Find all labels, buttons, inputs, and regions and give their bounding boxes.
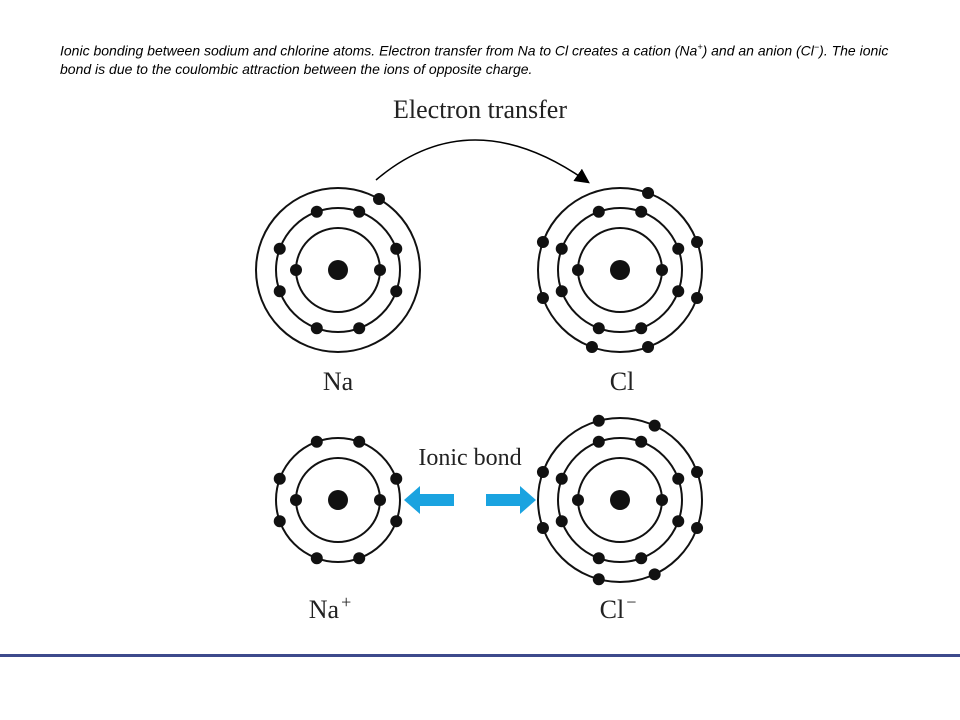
electron <box>672 472 685 485</box>
electron <box>635 205 648 218</box>
ionic-bond-label: Ionic bond <box>418 445 521 471</box>
na-label: Na <box>323 367 354 396</box>
electron <box>273 515 286 528</box>
electron-transfer-arrow <box>375 139 590 184</box>
electron <box>310 435 323 448</box>
electron <box>672 515 685 528</box>
electron <box>536 522 549 535</box>
electron <box>672 242 685 255</box>
electron <box>390 515 403 528</box>
electron <box>353 322 366 335</box>
electron <box>585 341 598 354</box>
electron <box>691 292 704 305</box>
caption-text-2: ) and an anion (Cl <box>702 42 814 59</box>
electron <box>536 292 549 305</box>
electron <box>592 573 605 586</box>
electron <box>290 264 302 276</box>
na-atom <box>255 187 421 353</box>
na-ion-symbol: Na <box>309 595 340 624</box>
nucleus <box>610 490 630 510</box>
na-ion <box>273 435 403 565</box>
caption-sup-2: − <box>813 42 820 52</box>
cl-ion <box>536 414 704 586</box>
cl-atom <box>536 186 704 354</box>
electron <box>374 264 386 276</box>
cl-ion-label: Cl− <box>600 592 637 624</box>
nucleus <box>610 260 630 280</box>
electron <box>642 186 655 199</box>
electron <box>536 235 549 248</box>
electron <box>353 435 366 448</box>
electron <box>642 341 655 354</box>
electron <box>273 285 286 298</box>
electron <box>656 264 668 276</box>
electron <box>390 242 403 255</box>
cl-ion-symbol: Cl <box>600 595 625 624</box>
caption-text-3: ). The ionic bond is due to the coulombi… <box>60 42 889 77</box>
electron <box>273 472 286 485</box>
figure-caption: Ionic bonding between sodium and chlorin… <box>60 38 920 78</box>
electron <box>373 192 385 205</box>
electron <box>555 515 568 528</box>
left-blue-arrow <box>404 486 454 514</box>
na-ion-label: Na+ <box>309 592 351 624</box>
cl-ion-charge: − <box>626 592 636 612</box>
electron <box>310 205 323 218</box>
na-ion-charge: + <box>341 592 351 612</box>
electron <box>374 494 386 506</box>
electron-shell <box>557 437 683 563</box>
electron-shell <box>557 207 683 333</box>
nucleus <box>328 490 348 510</box>
electron <box>691 465 704 478</box>
electron <box>592 414 605 427</box>
electron <box>592 322 605 335</box>
electron <box>635 552 648 565</box>
electron <box>691 235 704 248</box>
electron <box>390 472 403 485</box>
electron <box>555 472 568 485</box>
electron <box>536 465 549 478</box>
electron-shell <box>537 187 703 353</box>
caption-sup-1: + <box>697 42 703 52</box>
electron <box>572 494 584 506</box>
electron <box>572 264 584 276</box>
electron-shell <box>275 437 401 563</box>
electron <box>310 322 323 335</box>
electron <box>273 242 286 255</box>
electron <box>353 205 366 218</box>
nucleus <box>328 260 348 280</box>
electron-transfer-label: Electron transfer <box>393 95 567 124</box>
electron <box>672 285 685 298</box>
electron <box>353 552 366 565</box>
electron-shell <box>537 417 703 583</box>
electron <box>635 435 648 448</box>
electron-shell <box>275 207 401 333</box>
electron <box>648 419 661 432</box>
electron <box>648 568 661 581</box>
cl-label: Cl <box>610 367 635 396</box>
electron <box>691 522 704 535</box>
electron <box>592 435 605 448</box>
electron <box>555 285 568 298</box>
electron <box>555 242 568 255</box>
electron-shell <box>255 187 421 353</box>
caption-text-1: Ionic bonding between sodium and chlorin… <box>60 42 698 59</box>
electron <box>390 285 403 298</box>
electron <box>592 552 605 565</box>
bottom-rule <box>0 654 960 657</box>
electron <box>290 494 302 506</box>
electron <box>635 322 648 335</box>
electron <box>592 205 605 218</box>
electron <box>310 552 323 565</box>
electron <box>656 494 668 506</box>
right-blue-arrow <box>486 486 536 514</box>
